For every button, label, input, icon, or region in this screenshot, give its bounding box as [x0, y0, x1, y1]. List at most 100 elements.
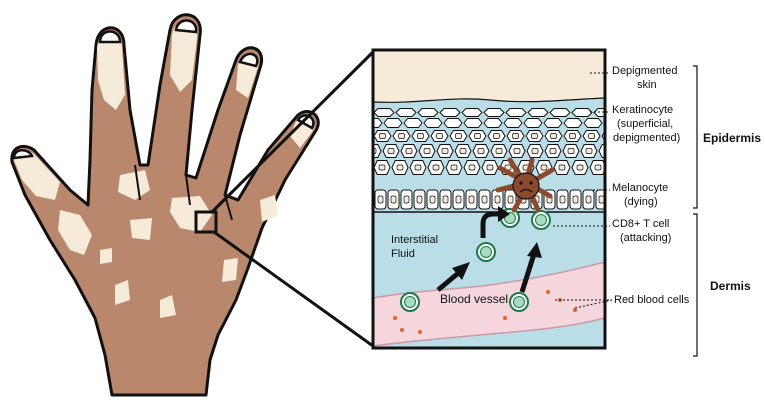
red-blood-cell: [573, 308, 577, 312]
basal-nucleus: [390, 195, 397, 204]
red-blood-cell: [418, 330, 422, 334]
t-cell-nucleus: [480, 246, 492, 258]
melanocyte-label-1: Melanocyte: [612, 182, 668, 194]
keratinocyte-nucleus: [588, 133, 595, 139]
keratinocyte-nucleus: [436, 133, 443, 139]
keratinocyte-cell: [395, 108, 417, 117]
rbc-label: Red blood cells: [614, 294, 690, 306]
keratinocyte-nucleus: [531, 133, 538, 139]
keratinocyte-nucleus: [387, 148, 395, 154]
keratinocyte-cell: [417, 108, 439, 117]
red-blood-cell: [393, 316, 397, 320]
red-blood-cell: [400, 328, 404, 332]
migration-arrows: [436, 206, 542, 293]
basal-nucleus: [572, 195, 579, 204]
keratinocyte-cell: [598, 144, 605, 158]
basal-nucleus: [455, 195, 462, 204]
hand-illustration: [10, 13, 320, 397]
callout-labels: Depigmented skin Keratinocyte (superfici…: [612, 65, 690, 306]
keratinocyte-cell: [543, 118, 563, 128]
keratinocyte-cell: [563, 118, 583, 128]
basal-nucleus: [429, 195, 436, 204]
keratinocyte-nucleus: [423, 148, 431, 154]
keratinocyte-nucleus: [396, 164, 404, 171]
keratinocyte-cell: [463, 118, 483, 128]
keratinocyte-nucleus: [398, 133, 405, 139]
keratinocyte-cell: [383, 118, 403, 128]
keratinocyte-nucleus: [567, 148, 575, 154]
basal-nucleus: [507, 195, 514, 204]
keratinocyte-nucleus: [405, 148, 413, 154]
zoom-source-square: [194, 210, 218, 234]
depigmented-layer: [373, 50, 605, 103]
red-blood-cells: [393, 290, 577, 334]
basal-nucleus: [403, 195, 410, 204]
keratinocyte-cell: [373, 144, 382, 158]
blood-vessel-label: Blood vessel: [440, 292, 508, 306]
keratinocyte-nucleus: [414, 164, 422, 171]
keratinocyte-nucleus: [495, 148, 503, 154]
keratinocyte-nucleus: [569, 133, 576, 139]
keratinocyte-cell: [503, 118, 523, 128]
melanocyte-label-2: (dying): [624, 196, 658, 208]
keratinocyte-nucleus: [417, 133, 424, 139]
keratinocyte-cell: [549, 108, 571, 117]
keratinocyte-nucleus: [477, 148, 485, 154]
tcell-label-1: CD8+ T cell: [612, 218, 669, 230]
keratinocyte-nucleus: [474, 133, 481, 139]
keratinocyte-cell: [483, 118, 503, 128]
depigmented-skin-label-1: Depigmented: [612, 65, 677, 77]
depigmented-patches: [14, 21, 315, 318]
keratinocyte-cell: [461, 108, 483, 117]
keratinocyte-label-2: (superficial,: [617, 118, 673, 130]
dermis-label: Dermis: [710, 279, 751, 293]
magnified-frame: [371, 48, 607, 350]
t-cell-nucleus: [535, 214, 547, 226]
keratinocyte-cell: [583, 118, 603, 128]
keratinocyte-cell: [505, 108, 527, 117]
red-blood-cell: [503, 316, 507, 320]
keratinocyte-nucleus: [576, 164, 584, 171]
keratinocyte-cell: [423, 118, 443, 128]
keratinocyte-nucleus: [441, 148, 449, 154]
keratinocyte-nucleus: [540, 164, 548, 171]
keratinocyte-label-3: depigmented): [613, 132, 680, 144]
keratinocyte-nucleus: [558, 164, 566, 171]
layer-brackets: [693, 65, 698, 357]
tcell-label-2: (attacking): [620, 232, 671, 244]
keratinocyte-nucleus: [594, 164, 602, 171]
basal-nucleus: [468, 195, 475, 204]
basal-nucleus: [494, 195, 501, 204]
keratinocyte-nucleus: [486, 164, 494, 171]
basal-nucleus: [481, 195, 488, 204]
keratinocyte-nucleus: [585, 148, 593, 154]
keratinocyte-nucleus: [432, 164, 440, 171]
keratinocyte-nucleus: [550, 133, 557, 139]
keratinocyte-cell: [483, 108, 505, 117]
keratinocyte-nucleus: [379, 133, 386, 139]
keratinocyte-cell: [523, 118, 543, 128]
keratinocyte-cell: [403, 118, 423, 128]
keratinocyte-cell: [373, 118, 383, 128]
basal-nucleus: [377, 195, 384, 204]
interstitial-fluid-label-line2: Fluid: [391, 248, 415, 260]
keratinocyte-cell: [571, 108, 593, 117]
keratinocyte-nucleus: [531, 148, 539, 154]
keratinocyte-cell: [439, 108, 461, 117]
basal-nucleus: [416, 195, 423, 204]
keratinocyte-label-1: Keratinocyte: [612, 104, 673, 116]
keratinocyte-cell: [443, 118, 463, 128]
t-cell-nucleus: [513, 296, 525, 308]
keratinocyte-cell: [373, 108, 395, 117]
keratinocyte-layer: [373, 108, 605, 175]
skin-cross-section: Interstitial Fluid Blood vessel: [373, 50, 605, 348]
keratinocyte-nucleus: [468, 164, 476, 171]
basal-nucleus: [585, 195, 592, 204]
basal-nucleus: [559, 195, 566, 204]
keratinocyte-nucleus: [549, 148, 557, 154]
keratinocyte-nucleus: [459, 148, 467, 154]
interstitial-fluid-label-line1: Interstitial: [391, 234, 438, 246]
keratinocyte-nucleus: [378, 164, 386, 171]
basal-nucleus: [598, 195, 605, 204]
keratinocyte-nucleus: [455, 133, 462, 139]
